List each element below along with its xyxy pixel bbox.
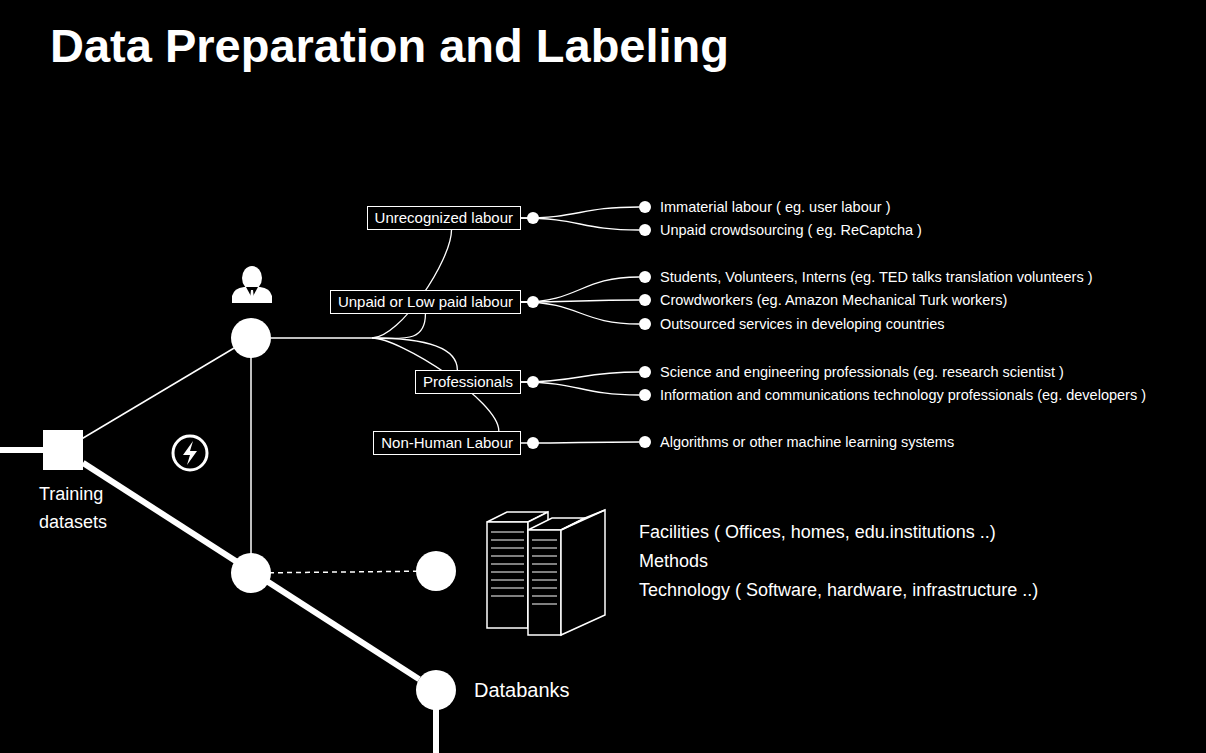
fan-line bbox=[372, 314, 425, 338]
dashed-line bbox=[251, 571, 436, 573]
fan-line bbox=[372, 230, 452, 338]
node-label: Professionals bbox=[423, 373, 513, 390]
rack-front bbox=[487, 522, 528, 628]
resource-label: Methods bbox=[639, 550, 708, 572]
rack-slot bbox=[532, 548, 557, 549]
rack-slot bbox=[532, 540, 557, 541]
databank-circle: Databanks bbox=[416, 670, 456, 710]
fan-lines bbox=[372, 230, 499, 431]
rack-edge bbox=[561, 510, 605, 530]
bullet-dot bbox=[639, 201, 651, 213]
rack-slot bbox=[532, 572, 557, 573]
node-label: Training datasets bbox=[39, 480, 129, 536]
bullet-dot bbox=[639, 318, 651, 330]
junction-circle bbox=[231, 318, 271, 358]
node-label: Science and engineering professionals (e… bbox=[639, 364, 1064, 380]
rack-slot bbox=[532, 556, 557, 557]
labour-item: Students, Volunteers, Interns (eg. TED t… bbox=[639, 268, 1093, 286]
flow-connector bbox=[83, 463, 419, 679]
bullet-dot bbox=[639, 224, 651, 236]
server-icon bbox=[487, 510, 605, 635]
rack-slot bbox=[491, 548, 524, 549]
labour-item: Outsourced services in developing countr… bbox=[639, 315, 945, 333]
resource-circle bbox=[416, 551, 456, 591]
bullet-dot bbox=[639, 389, 651, 401]
rack-slots bbox=[491, 532, 557, 604]
energy-ring bbox=[173, 436, 207, 470]
labour-item: Information and communications technolog… bbox=[639, 386, 1146, 404]
rack-side bbox=[561, 510, 605, 635]
person-body bbox=[232, 287, 272, 303]
rack-slot bbox=[491, 580, 524, 581]
branch-connector bbox=[521, 277, 639, 302]
labour-item: Science and engineering professionals (e… bbox=[639, 363, 1064, 381]
labour-item: Immaterial labour ( eg. user labour ) bbox=[639, 198, 891, 216]
junction-dot bbox=[527, 296, 539, 308]
labour-item: Unpaid crowdsourcing ( eg. ReCaptcha ) bbox=[639, 221, 922, 239]
branch-line bbox=[250, 338, 252, 573]
node-label: Outsourced services in developing countr… bbox=[639, 316, 945, 332]
junction-dot bbox=[527, 437, 539, 449]
dataset-square: Training datasets bbox=[43, 430, 83, 470]
branch-line bbox=[63, 338, 251, 450]
labour-box: Unpaid or Low paid labour bbox=[330, 290, 521, 314]
junction-dot bbox=[527, 212, 539, 224]
labour-box: Professionals bbox=[415, 370, 521, 394]
branch-connector bbox=[521, 382, 639, 395]
node-label: Unrecognized labour bbox=[375, 209, 513, 226]
branch-connector bbox=[521, 302, 639, 324]
resource-label: Technology ( Software, hardware, infrast… bbox=[639, 579, 1038, 601]
node-label: Unpaid or Low paid labour bbox=[338, 293, 513, 310]
labour-box: Unrecognized labour bbox=[367, 206, 521, 230]
rack-slot bbox=[491, 556, 524, 557]
person-icon bbox=[232, 266, 272, 303]
person-head bbox=[242, 266, 262, 290]
resource-label: Facilities ( Offices, homes, edu.institu… bbox=[639, 521, 996, 543]
rack-slot bbox=[532, 580, 557, 581]
labour-item: Algorithms or other machine learning sys… bbox=[639, 433, 954, 451]
node-label: Non-Human Labour bbox=[381, 434, 513, 451]
rack-slot bbox=[491, 596, 524, 597]
rack-slot bbox=[532, 564, 557, 565]
bullet-dot bbox=[639, 271, 651, 283]
node-label: Algorithms or other machine learning sys… bbox=[639, 434, 954, 450]
energy-icon bbox=[173, 436, 207, 470]
rack-slot bbox=[491, 588, 524, 589]
rack-slot bbox=[491, 532, 524, 533]
node-label: Information and communications technolog… bbox=[639, 387, 1146, 403]
diagram-title: Data Preparation and Labeling bbox=[50, 18, 729, 73]
rack-slot bbox=[491, 540, 524, 541]
bullet-dot bbox=[639, 294, 651, 306]
junction-dot bbox=[527, 376, 539, 388]
rack-slot bbox=[532, 588, 557, 589]
node-label: Immaterial labour ( eg. user labour ) bbox=[639, 199, 891, 215]
fan-line bbox=[271, 337, 372, 339]
node-label: Databanks bbox=[474, 679, 570, 701]
labour-item: Crowdworkers (eg. Amazon Mechanical Turk… bbox=[639, 291, 1007, 309]
node-label: Students, Volunteers, Interns (eg. TED t… bbox=[639, 269, 1093, 285]
node-label: Unpaid crowdsourcing ( eg. ReCaptcha ) bbox=[639, 222, 922, 238]
bullet-dot bbox=[639, 436, 651, 448]
bullet-dot bbox=[639, 366, 651, 378]
energy-bolt bbox=[183, 441, 197, 465]
rack-slot bbox=[491, 572, 524, 573]
rack-slot bbox=[532, 596, 557, 597]
person-tie bbox=[250, 290, 254, 302]
node-label: Crowdworkers (eg. Amazon Mechanical Turk… bbox=[639, 292, 1007, 308]
rack-slot bbox=[532, 604, 557, 605]
labour-box: Non-Human Labour bbox=[373, 431, 521, 455]
rack-front bbox=[528, 530, 561, 635]
rack-slot bbox=[491, 564, 524, 565]
